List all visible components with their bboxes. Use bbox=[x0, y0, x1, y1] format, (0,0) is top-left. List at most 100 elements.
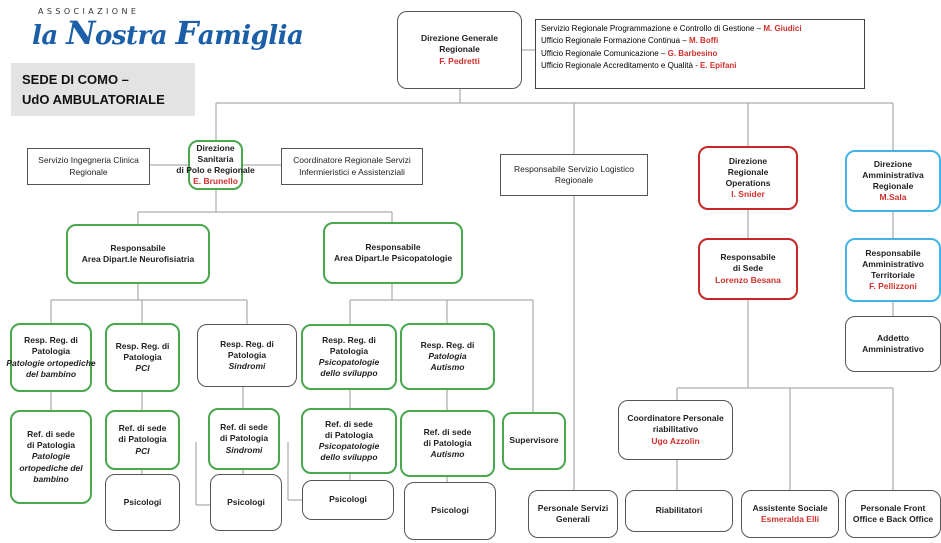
addetto-l2: Amministrativo bbox=[862, 344, 924, 354]
servizio-row: Servizio Regionale Programmazione e Cont… bbox=[541, 23, 859, 35]
servizio-text: Servizio Regionale Programmazione e Cont… bbox=[541, 24, 764, 33]
ref-ortopediche-l2: di Patologia bbox=[26, 440, 76, 451]
personale-servizi-l1: Personale Servizi bbox=[537, 502, 609, 513]
ref-psicopatologie-sviluppo-box[interactable]: Ref. di sede di Patologia Psicopatologie… bbox=[301, 408, 397, 474]
coordinatore-servizi-box[interactable]: Coordinatore Regionale Servizi Infermier… bbox=[281, 148, 423, 185]
ref-ortopediche-i2: ortopediche del bbox=[19, 462, 83, 473]
direzione-sanitaria-l1: Direzione bbox=[196, 142, 235, 153]
logo-la: la bbox=[32, 21, 58, 51]
servizio-row: Ufficio Regionale Formazione Continua – … bbox=[541, 35, 859, 47]
direzione-amministrativa-box[interactable]: Direzione Amministrativa Regionale M.Sal… bbox=[845, 150, 941, 212]
responsabile-neuro-l1: Responsabile bbox=[110, 242, 166, 253]
logo-famiglia-initial: F bbox=[175, 14, 199, 52]
responsabile-psico-l2: Area Dipart.le Psicopatologie bbox=[333, 253, 453, 263]
logistico-box[interactable]: Responsabile Servizio Logistico Regional… bbox=[500, 154, 648, 196]
resp-sindromi-l1: Resp. Reg. di Patologia bbox=[220, 338, 274, 360]
responsabile-sede-box[interactable]: Responsabile di Sede Lorenzo Besana bbox=[698, 238, 798, 300]
personale-servizi-generali-box[interactable]: Personale Servizi Generali bbox=[528, 490, 618, 538]
servizio-name: M. Boffi bbox=[688, 36, 719, 46]
assistente-l1: Assistente Sociale bbox=[752, 502, 828, 513]
ingegneria-clinica-box[interactable]: Servizio Ingegneria Clinica Regionale bbox=[27, 148, 150, 185]
responsabile-neuro-l2: Area Dipart.le Neurofisiatria bbox=[81, 254, 195, 264]
resp-sviluppo-i1: Psicopatologie bbox=[318, 357, 380, 367]
front-office-l1: Personale Front bbox=[860, 502, 926, 513]
direzione-generale-box[interactable]: Direzione Generale Regionale F. Pedretti bbox=[397, 11, 522, 89]
direzione-operations-name: I. Snider bbox=[731, 189, 765, 200]
ref-sviluppo-l1: Ref. di sede bbox=[325, 418, 373, 429]
ref-autismo-l1: Ref. di sede bbox=[423, 426, 472, 437]
supervisore-label: Supervisore bbox=[509, 435, 559, 446]
logo-nostra-rest: ostra bbox=[95, 21, 168, 51]
coordinatore-personale-l1: Coordinatore Personale bbox=[627, 413, 724, 424]
ref-pci-l1: Ref. di sede bbox=[118, 423, 167, 434]
riabilitatori-box[interactable]: Riabilitatori bbox=[625, 490, 733, 532]
ref-pci-box[interactable]: Ref. di sede di Patologia PCI bbox=[105, 410, 180, 470]
personale-front-office-box[interactable]: Personale Front Office e Back Office bbox=[845, 490, 941, 538]
ref-ortopediche-l1: Ref. di sede bbox=[27, 429, 75, 440]
direzione-sanitaria-l3: di Polo e Regionale bbox=[176, 165, 255, 175]
responsabile-psicopatologie-box[interactable]: Responsabile Area Dipart.le Psicopatolog… bbox=[323, 222, 463, 284]
servizio-text: Ufficio Regionale Comunicazione – bbox=[541, 48, 668, 58]
direzione-operations-l2: Regionale bbox=[727, 166, 769, 177]
resp-patologie-ortopediche-box[interactable]: Resp. Reg. di Patologia Patologie ortope… bbox=[6, 323, 96, 392]
responsabile-sede-name: Lorenzo Besana bbox=[715, 274, 781, 285]
coordinatore-personale-box[interactable]: Coordinatore Personale riabilitativo Ugo… bbox=[618, 400, 733, 460]
responsabile-amministrativo-box[interactable]: Responsabile Amministrativo Territoriale… bbox=[845, 238, 941, 302]
direzione-amministrativa-l3: Regionale bbox=[872, 181, 914, 191]
psicologi-label: Psicologi bbox=[123, 496, 162, 507]
direzione-amministrativa-l1: Direzione bbox=[873, 158, 913, 169]
resp-sviluppo-i2: dello sviluppo bbox=[320, 368, 378, 379]
ref-sindromi-box[interactable]: Ref. di sede di Patologia Sindromi bbox=[208, 408, 280, 470]
servizio-row: Ufficio Regionale Comunicazione – G. Bar… bbox=[541, 48, 859, 60]
responsabile-neurofisiatria-box[interactable]: Responsabile Area Dipart.le Neurofisiatr… bbox=[66, 224, 210, 284]
direzione-sanitaria-l2: Sanitaria bbox=[197, 153, 234, 164]
ref-autismo-i1: Autismo bbox=[430, 449, 465, 460]
resp-pci-box[interactable]: Resp. Reg. di Patologia PCI bbox=[105, 323, 180, 392]
responsabile-psico-l1: Responsabile bbox=[365, 241, 421, 252]
servizio-text: Ufficio Regionale Formazione Continua – bbox=[541, 36, 689, 46]
ingegneria-line2: Regionale bbox=[69, 166, 108, 177]
coordinatore-servizi-line1: Coordinatore Regionale Servizi bbox=[293, 155, 411, 166]
direzione-operations-box[interactable]: Direzione Regionale Operations I. Snider bbox=[698, 146, 798, 210]
resp-sindromi-box[interactable]: Resp. Reg. di Patologia Sindromi bbox=[197, 324, 297, 387]
assistente-sociale-box[interactable]: Assistente Sociale Esmeralda Elli bbox=[741, 490, 839, 538]
ref-sviluppo-l2: di Patologia bbox=[324, 429, 374, 440]
resp-ortopediche-i1: Patologie ortopediche bbox=[6, 357, 96, 368]
addetto-amministrativo-box[interactable]: Addetto Amministrativo bbox=[845, 316, 941, 372]
resp-autismo-i1: Autismo bbox=[430, 362, 465, 373]
resp-ortopediche-i2: del bambino bbox=[25, 368, 77, 379]
ref-sindromi-i1: Sindromi bbox=[225, 444, 263, 455]
direzione-generale-title2: Regionale bbox=[439, 44, 480, 55]
ref-sviluppo-i1: Psicopatologie bbox=[318, 441, 380, 451]
resp-psicopatologie-sviluppo-box[interactable]: Resp. Reg. di Patologia Psicopatologie d… bbox=[301, 324, 397, 390]
ref-ortopediche-i1: Patologie bbox=[31, 451, 71, 462]
supervisore-box[interactable]: Supervisore bbox=[502, 412, 566, 470]
sede-line1: SEDE DI COMO – bbox=[22, 72, 129, 87]
resp-pci-l2: Patologia bbox=[123, 351, 162, 362]
direzione-sanitaria-box[interactable]: Direzione Sanitaria di Polo e Regionale … bbox=[176, 140, 255, 190]
psicologi-box[interactable]: Psicologi bbox=[210, 474, 282, 531]
psicologi-box[interactable]: Psicologi bbox=[302, 480, 394, 520]
direzione-amministrativa-name: M.Sala bbox=[879, 192, 907, 203]
responsabile-sede-l1: Responsabile bbox=[720, 252, 776, 263]
responsabile-amm-l3: Territoriale bbox=[871, 270, 915, 280]
assistente-name: Esmeralda Elli bbox=[760, 514, 820, 524]
psicologi-box[interactable]: Psicologi bbox=[105, 474, 180, 531]
responsabile-sede-l2: di Sede bbox=[732, 263, 764, 274]
resp-autismo-box[interactable]: Resp. Reg. di Patologia Autismo bbox=[400, 323, 495, 390]
ref-patologie-ortopediche-box[interactable]: Ref. di sede di Patologia Patologie orto… bbox=[10, 410, 92, 504]
servizio-name: M. Giudici bbox=[763, 24, 802, 33]
direzione-generale-name: F. Pedretti bbox=[439, 55, 480, 66]
direzione-operations-l1: Direzione bbox=[728, 155, 768, 166]
psicologi-box[interactable]: Psicologi bbox=[404, 482, 496, 540]
ref-sindromi-l2: di Patologia bbox=[219, 433, 269, 444]
resp-ortopediche-l2: Patologia bbox=[31, 346, 71, 357]
ref-autismo-box[interactable]: Ref. di sede di Patologia Autismo bbox=[400, 410, 495, 477]
servizio-text: Ufficio Regionale Accreditamento e Quali… bbox=[541, 61, 701, 71]
psicologi-label: Psicologi bbox=[227, 496, 265, 507]
direzione-generale-title1: Direzione Generale bbox=[420, 33, 498, 44]
resp-sviluppo-l1: Resp. Reg. di Patologia bbox=[322, 334, 376, 356]
responsabile-amm-l1: Responsabile bbox=[865, 247, 921, 258]
responsabile-amm-l2: Amministrativo bbox=[862, 258, 924, 269]
